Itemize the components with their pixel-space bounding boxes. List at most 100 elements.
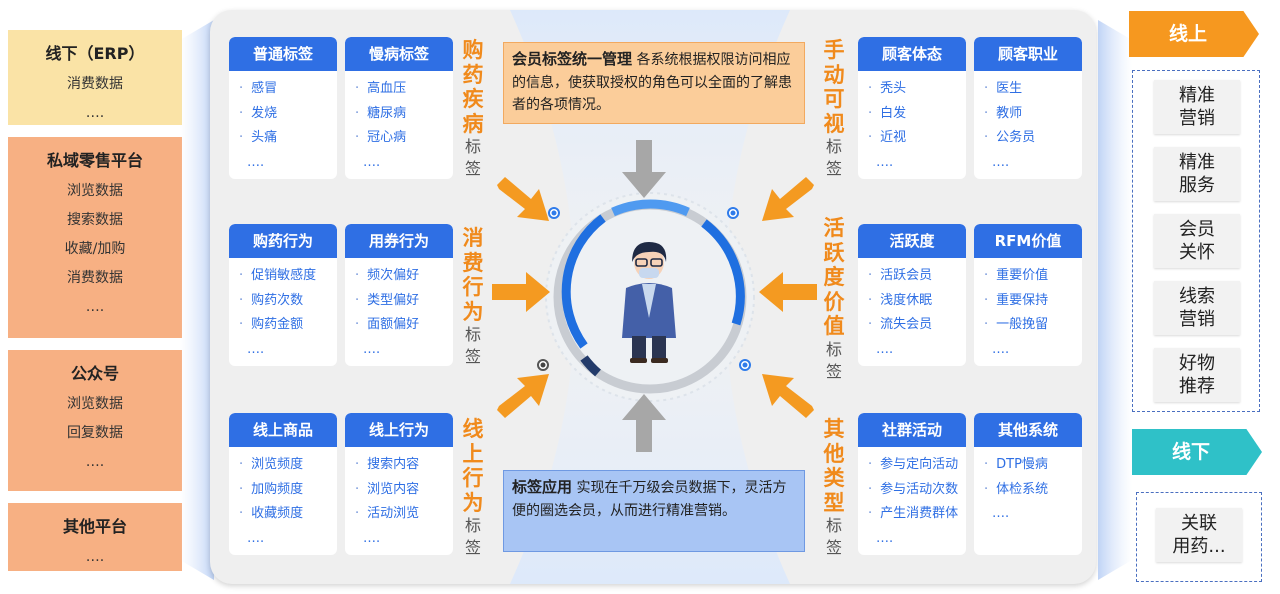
label-small: 标签: [464, 516, 481, 558]
card-item: ·频次偏好: [355, 268, 420, 283]
arrow-icon: [622, 394, 666, 452]
card-item: ·浏览频度: [239, 457, 304, 472]
label-small: 标签: [464, 325, 481, 367]
tag-card: 购药行为 ·促销敏感度 ·购药次数 ·购药金额 ….: [229, 224, 337, 366]
source-item: 收藏/加购: [64, 241, 126, 257]
card-item: ·DTP慢病: [984, 457, 1048, 472]
label-big: 消费行为: [462, 226, 484, 324]
source-item: ….: [85, 549, 105, 565]
arrow-icon: [497, 374, 549, 418]
ring-arc-right: [701, 219, 745, 326]
source-title: 其他平台: [62, 517, 127, 536]
source-item: ….: [85, 105, 105, 121]
source-item: 回复数据: [67, 425, 123, 441]
tag-card: 顾客体态 ·秃头 ·白发 ·近视 ….: [858, 37, 966, 179]
card-item: ·近视: [868, 130, 907, 145]
source-item: 消费数据: [67, 270, 123, 286]
arrow-icon: [759, 272, 817, 312]
card-item: ·冠心病: [355, 130, 407, 145]
online-app-item: 精准 营销: [1154, 80, 1240, 134]
offline-tag: 线下: [1132, 429, 1262, 475]
label-big: 其他类型: [823, 417, 845, 515]
card-item: ·浏览内容: [355, 481, 420, 497]
ring-arc-left: [561, 214, 606, 349]
online-tag: 线上: [1129, 11, 1259, 57]
label-big: 手动可视: [823, 38, 845, 136]
card-item: ·加购频度: [239, 481, 304, 497]
source-item: 浏览数据: [67, 183, 123, 199]
card-item: ·白发: [868, 105, 907, 121]
online-app-item: 会员 关怀: [1154, 214, 1240, 268]
label-small: 标签: [825, 137, 842, 179]
label-activity-value: 活跃度价值 标签: [821, 216, 847, 383]
card-item: ·促销敏感度: [239, 268, 317, 283]
card-item: ·体检系统: [984, 481, 1049, 497]
card-title: 线上行为: [345, 413, 453, 447]
online-apps-box: [1132, 70, 1260, 412]
tag-card: RFM价值 ·重要价值 ·重要保持 ·一般挽留 ….: [974, 224, 1082, 366]
card-title: 用券行为: [345, 224, 453, 258]
card-title: RFM价值: [974, 224, 1082, 258]
arrow-icon: [762, 374, 814, 418]
card-item: ·发烧: [239, 105, 278, 121]
tag-card: 顾客职业 ·医生 ·教师 ·公务员 ….: [974, 37, 1082, 179]
card-item: ·感冒: [239, 81, 278, 96]
card-item: ….: [876, 341, 894, 357]
tag-card: 线上行为 ·搜索内容 ·浏览内容 ·活动浏览 ….: [345, 413, 453, 555]
source-item: 搜索数据: [67, 212, 123, 228]
label-online-behavior: 线上行为 标签: [460, 417, 486, 559]
card-item: ·秃头: [868, 81, 907, 96]
offline-apps-box: [1136, 492, 1262, 582]
card-item: ·参与活动次数: [868, 481, 959, 497]
label-small: 标签: [464, 137, 481, 179]
card-item: ·搜索内容: [355, 457, 420, 472]
card-title: 购药行为: [229, 224, 337, 258]
card-item: ·糖尿病: [355, 105, 407, 121]
card-item: ….: [247, 154, 265, 170]
ring-arc-top: [611, 199, 690, 217]
card-item: ….: [363, 154, 381, 170]
card-title: 活跃度: [858, 224, 966, 258]
tag-card: 普通标签 ·感冒 ·发烧 ·头痛 ….: [229, 37, 337, 179]
card-item: ·面额偏好: [355, 317, 420, 332]
source-item: ….: [85, 299, 105, 315]
card-item: ·浅度休眠: [868, 292, 933, 308]
card-title: 社群活动: [858, 413, 966, 447]
label-big: 线上行为: [462, 417, 484, 515]
card-item: ·购药次数: [239, 292, 304, 308]
arrow-icon: [762, 177, 814, 221]
note-title: 标签应用: [512, 478, 573, 496]
card-item: ·活跃会员: [868, 268, 933, 283]
card-item: ·高血压: [355, 81, 407, 96]
label-small: 标签: [825, 339, 842, 381]
card-item: ·头痛: [239, 130, 278, 145]
arrow-icon: [497, 177, 549, 221]
source-item: 消费数据: [67, 76, 123, 92]
label-big: 活跃度价值: [823, 216, 845, 339]
source-other-platform: 其他平台 ….: [8, 503, 182, 571]
card-item: ….: [876, 530, 894, 546]
card-item: ·购药金额: [239, 317, 304, 332]
card-item: ….: [363, 341, 381, 357]
card-item: ·参与定向活动: [868, 457, 959, 472]
card-item: ·产生消费群体: [868, 506, 959, 521]
card-title: 线上商品: [229, 413, 337, 447]
note-text: 各系统根据权限访问相应的信息，使获取授权的角色可以全面的了解患者的各项情况。: [512, 52, 792, 113]
card-item: ·活动浏览: [355, 506, 420, 521]
arrow-icon: [622, 140, 666, 198]
arrow-icon: [492, 272, 550, 312]
card-item: ….: [992, 506, 1010, 521]
source-item: 浏览数据: [67, 396, 123, 412]
source-title: 线下（ERP）: [45, 44, 145, 63]
label-small: 标签: [825, 516, 842, 558]
source-private-retail: 私域零售平台 浏览数据 搜索数据 收藏/加购 消费数据 ….: [8, 137, 182, 338]
member-tag-management-note: 会员标签统一管理 各系统根据权限访问相应的信息，使获取授权的角色可以全面的了解患…: [503, 42, 805, 124]
tag-card: 其他系统 ·DTP慢病 ·体检系统 ….: [974, 413, 1082, 555]
card-title: 其他系统: [974, 413, 1082, 447]
card-item: ·公务员: [984, 130, 1036, 145]
card-title: 顾客体态: [858, 37, 966, 71]
card-item: ·医生: [984, 81, 1023, 96]
card-item: ·教师: [984, 105, 1023, 121]
source-offline-erp: 线下（ERP） 消费数据 ….: [8, 30, 182, 125]
